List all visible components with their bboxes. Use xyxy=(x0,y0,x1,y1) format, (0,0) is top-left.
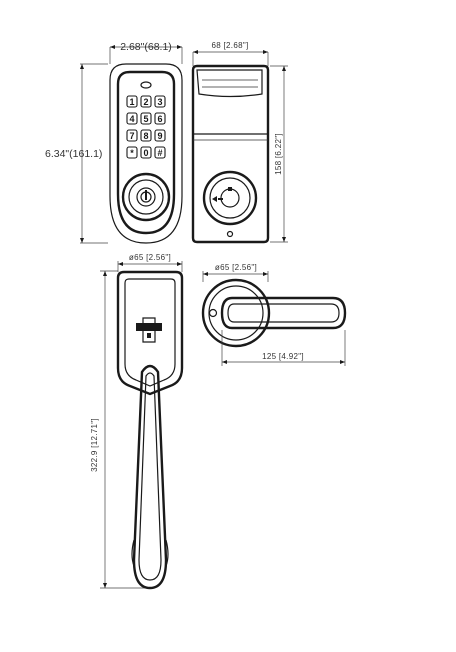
key-hash-label: # xyxy=(157,148,162,158)
key-7-label: 7 xyxy=(129,131,134,141)
handle-plate-outline xyxy=(116,270,184,396)
keyhole-icon xyxy=(145,190,147,200)
key-2[interactable] xyxy=(140,95,152,108)
key-6[interactable] xyxy=(154,112,166,125)
lever-length-label: 125 [4.92"] xyxy=(262,352,304,361)
keypad-face-panel xyxy=(116,70,176,235)
front-width-label: 2.68"(68.1) xyxy=(120,41,172,53)
handle-front-view: ø65 [2.56"] 322.9 [12.71"] xyxy=(90,253,184,590)
side-width-label: 68 [2.68"] xyxy=(212,41,249,50)
lever-bar[interactable] xyxy=(220,296,347,330)
key-8-label: 8 xyxy=(143,131,148,141)
side-height-label: 158 [6.22"] xyxy=(274,133,283,175)
lock-icon xyxy=(228,187,232,191)
key-4[interactable] xyxy=(126,112,138,125)
key-9[interactable] xyxy=(154,129,166,142)
keypad-back-view: 68 [2.68"] 158 [6.22"] xyxy=(191,41,288,244)
key-4-label: 4 xyxy=(129,114,134,124)
key-hash[interactable] xyxy=(154,146,166,159)
lever-rose xyxy=(201,278,271,348)
back-plate-outline xyxy=(191,64,270,244)
keypad-body-outline xyxy=(109,63,183,244)
handle-thumb-turn[interactable] xyxy=(136,317,162,343)
key-1[interactable] xyxy=(126,95,138,108)
key-0[interactable] xyxy=(140,146,152,159)
key-cylinder xyxy=(121,172,171,222)
handle-height-label: 322.9 [12.71"] xyxy=(90,418,99,472)
key-6-label: 6 xyxy=(157,114,162,124)
key-5-label: 5 xyxy=(143,114,148,124)
key-7[interactable] xyxy=(126,129,138,142)
keypad-front-view: 2.68"(68.1) 6.34"(161.1) 1 2 3 4 5 6 xyxy=(45,41,183,244)
key-5[interactable] xyxy=(140,112,152,125)
key-3-label: 3 xyxy=(157,97,162,107)
set-screw-icon xyxy=(208,308,218,318)
key-1-label: 1 xyxy=(129,97,134,107)
key-3[interactable] xyxy=(154,95,166,108)
battery-cover xyxy=(196,69,263,98)
lever-side-view: ø65 [2.56"] 125 [4.92"] xyxy=(201,263,347,366)
key-star[interactable] xyxy=(126,146,138,159)
key-2-label: 2 xyxy=(143,97,148,107)
handle-width-label: ø65 [2.56"] xyxy=(129,253,171,262)
front-height-label: 6.34"(161.1) xyxy=(45,148,102,160)
key-0-label: 0 xyxy=(143,148,148,158)
key-9-label: 9 xyxy=(157,131,162,141)
arrow-left-icon xyxy=(212,196,217,202)
thumb-turn[interactable] xyxy=(202,170,258,226)
key-8[interactable] xyxy=(140,129,152,142)
reset-hole-icon xyxy=(226,230,234,238)
lever-handle[interactable] xyxy=(132,364,168,590)
status-led-icon xyxy=(140,81,152,89)
lever-diameter-label: ø65 [2.56"] xyxy=(215,263,257,272)
key-star-label: * xyxy=(130,148,134,158)
keypad-grid: 1 2 3 4 5 6 7 8 9 * 0 # xyxy=(126,95,166,159)
